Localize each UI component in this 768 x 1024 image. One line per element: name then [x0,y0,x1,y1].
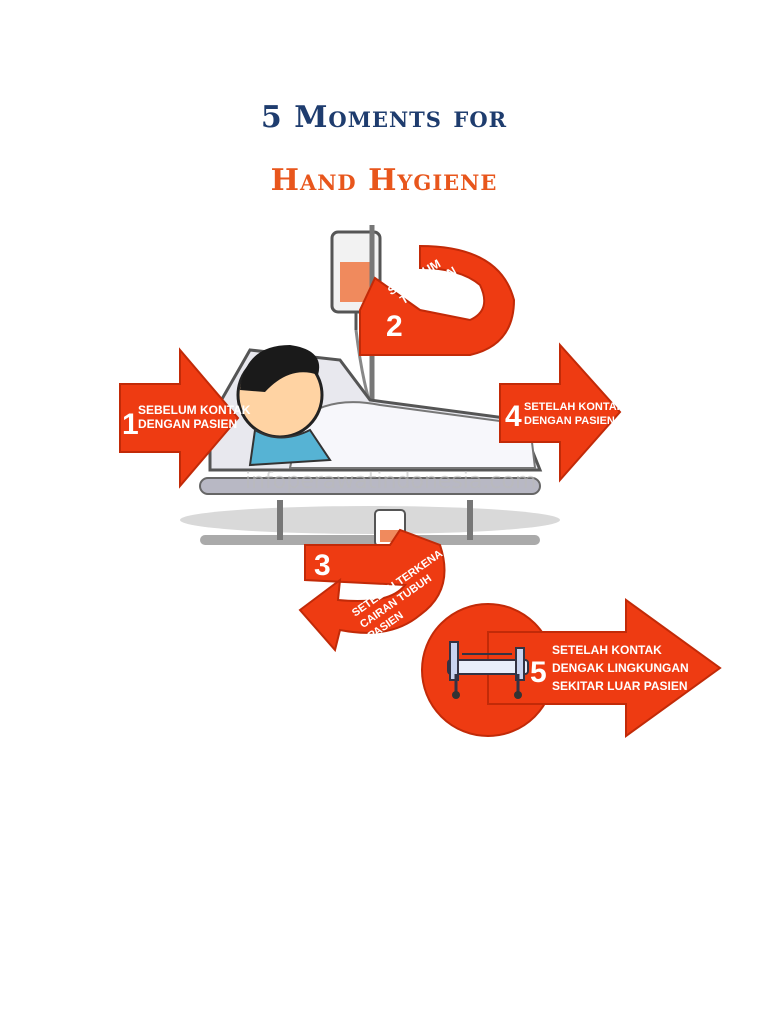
moment-1-arrow: 1 SEBELUM KONTAK DENGAN PASIEN [119,347,251,489]
moment-5-label-line-3: SEKITAR LUAR PASIEN [552,679,688,693]
moment-3-arrow: 3 SETELAH TERKENA CAIRAN TUBUH PASIEN [298,528,446,653]
moment-2-arrow: 2 SEBELUM TINDAKAN ASEPSIS [359,244,516,356]
title-line-2: Hand Hygiene [270,163,498,198]
moment-5-arrow: 5 SETELAH KONTAK DENGAK LINGKUNGAN SEKIT… [421,598,722,738]
watermark-text: infoperawatindonesia.com [245,469,536,494]
moment-4-label-line-2: DENGAN PASIEN [524,415,615,427]
moment-5-number: 5 [530,656,547,689]
hospital-bed-icon [447,641,529,699]
moment-2-number: 2 [386,310,403,343]
moment-5-label-line-2: DENGAK LINGKUNGAN [552,661,689,675]
moment-4-number: 4 [505,400,522,433]
moment-1-label-line-2: DENGAN PASIEN [138,417,237,431]
moment-4-arrow: 4 SETELAH KONTAK DENGAN PASIEN [499,342,625,483]
patient-bed-illustration [180,345,560,547]
moment-4-label-line-1: SETELAH KONTAK [524,401,625,413]
moment-5-label-line-1: SETELAH KONTAK [552,643,662,657]
moment-1-number: 1 [122,408,139,441]
moment-1-label-line-1: SEBELUM KONTAK [138,403,251,417]
moment-3-number: 3 [314,549,331,582]
title-line-1: 5 Moments for [260,100,508,135]
